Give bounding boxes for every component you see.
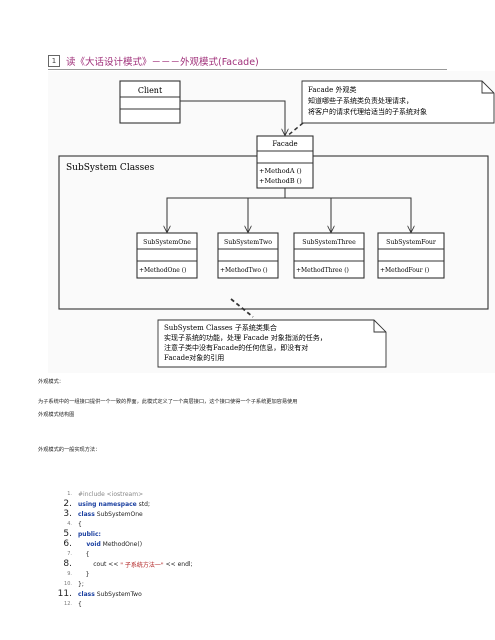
svg-text:Facade对象的引用: Facade对象的引用 — [164, 353, 224, 362]
svg-text:SubSystem Classes 子系统类集合: SubSystem Classes 子系统类集合 — [164, 323, 277, 332]
subsystem-one-class: SubSystemOne +MethodOne () — [136, 232, 198, 279]
subsystem-two-class: SubSystemTwo +MethodTwo () — [217, 232, 279, 279]
title-row: 1 读《大话设计模式》－－－外观模式(Facade) — [48, 54, 259, 68]
subsystem-four-class: SubSystemFour +MethodFour () — [377, 232, 445, 279]
code-line: 2.using namespace std; — [63, 499, 150, 509]
facade-note: Facade 外观类 知道哪些子系统类负责处理请求， 将客户的请求代理给适当的子… — [301, 80, 495, 124]
svg-text:知道哪些子系统类负责处理请求，: 知道哪些子系统类负责处理请求， — [308, 96, 413, 105]
uml-diagram: Client Facade 外观类 知道哪些子系统类负责处理请求， 将客户的请求… — [48, 71, 495, 373]
code-line: 11.class SubSystemTwo — [57, 589, 142, 599]
facade-class: Facade +MethodA () +MethodB () — [256, 135, 314, 189]
code-line: 10.}; — [64, 580, 84, 588]
svg-text:将客户的请求代理给适当的子系统对象: 将客户的请求代理给适当的子系统对象 — [308, 107, 427, 116]
svg-text:+MethodB (): +MethodB () — [259, 177, 302, 185]
pattern-label: 外观模式： — [38, 379, 64, 385]
implementation-label: 外观模式的一般实现方法： — [38, 447, 101, 453]
svg-text:+MethodFour (): +MethodFour () — [380, 267, 429, 274]
code-line: 9. } — [67, 570, 90, 578]
article-title[interactable]: 读《大话设计模式》－－－外观模式(Facade) — [66, 57, 259, 68]
svg-text:实现子系统的功能，处理 Facade 对象指派的任务，: 实现子系统的功能，处理 Facade 对象指派的任务， — [164, 333, 327, 342]
title-divider — [48, 69, 447, 70]
code-listing: 1.#include <iostream> 2.using namespace … — [56, 489, 456, 609]
subsystem-note: SubSystem Classes 子系统类集合 实现子系统的功能，处理 Fac… — [157, 319, 387, 368]
code-line: 4.{ — [67, 520, 82, 528]
code-line: 1.#include <iostream> — [67, 490, 144, 498]
structure-label: 外观模式结构图 — [38, 412, 75, 418]
subsystem-note-link — [230, 298, 254, 318]
svg-text:+MethodA (): +MethodA () — [259, 167, 302, 175]
code-line: 6. void MethodOne() — [63, 539, 143, 549]
svg-text:+MethodThree (): +MethodThree () — [296, 267, 349, 274]
svg-text:注意子类中没有Facade的任何信息，即没有对: 注意子类中没有Facade的任何信息，即没有对 — [164, 343, 308, 352]
svg-text:SubSystemOne: SubSystemOne — [143, 239, 191, 246]
svg-text:Facade 外观类: Facade 外观类 — [308, 85, 357, 94]
code-line: 7. { — [67, 550, 90, 558]
svg-text:Facade: Facade — [272, 140, 297, 148]
svg-text:SubSystemFour: SubSystemFour — [386, 239, 436, 246]
code-line: 5.public: — [63, 529, 101, 539]
code-line: 12.{ — [64, 600, 82, 608]
client-class: Client — [119, 80, 181, 124]
facade-subsystem-arrows — [167, 188, 411, 232]
subsystem-package-label: SubSystem Classes — [66, 163, 155, 173]
client-facade-association — [180, 100, 285, 135]
code-line: 3.class SubSystemOne — [63, 509, 143, 519]
page-number-badge: 1 — [48, 55, 60, 67]
svg-text:+MethodOne (): +MethodOne () — [139, 267, 186, 274]
svg-text:+MethodTwo (): +MethodTwo () — [220, 267, 268, 274]
client-label: Client — [138, 86, 163, 95]
svg-text:SubSystemTwo: SubSystemTwo — [224, 239, 272, 246]
svg-text:SubSystemThree: SubSystemThree — [302, 239, 356, 246]
pattern-definition: 为子系统中的一组接口提供一个一致的界面，此模式定义了一个高层接口，这个接口使得一… — [38, 399, 298, 405]
facade-note-link — [285, 122, 304, 138]
subsystem-three-class: SubSystemThree +MethodThree () — [293, 232, 365, 279]
code-line: 8. cout << " 子系统方法一" << endl; — [63, 559, 193, 569]
